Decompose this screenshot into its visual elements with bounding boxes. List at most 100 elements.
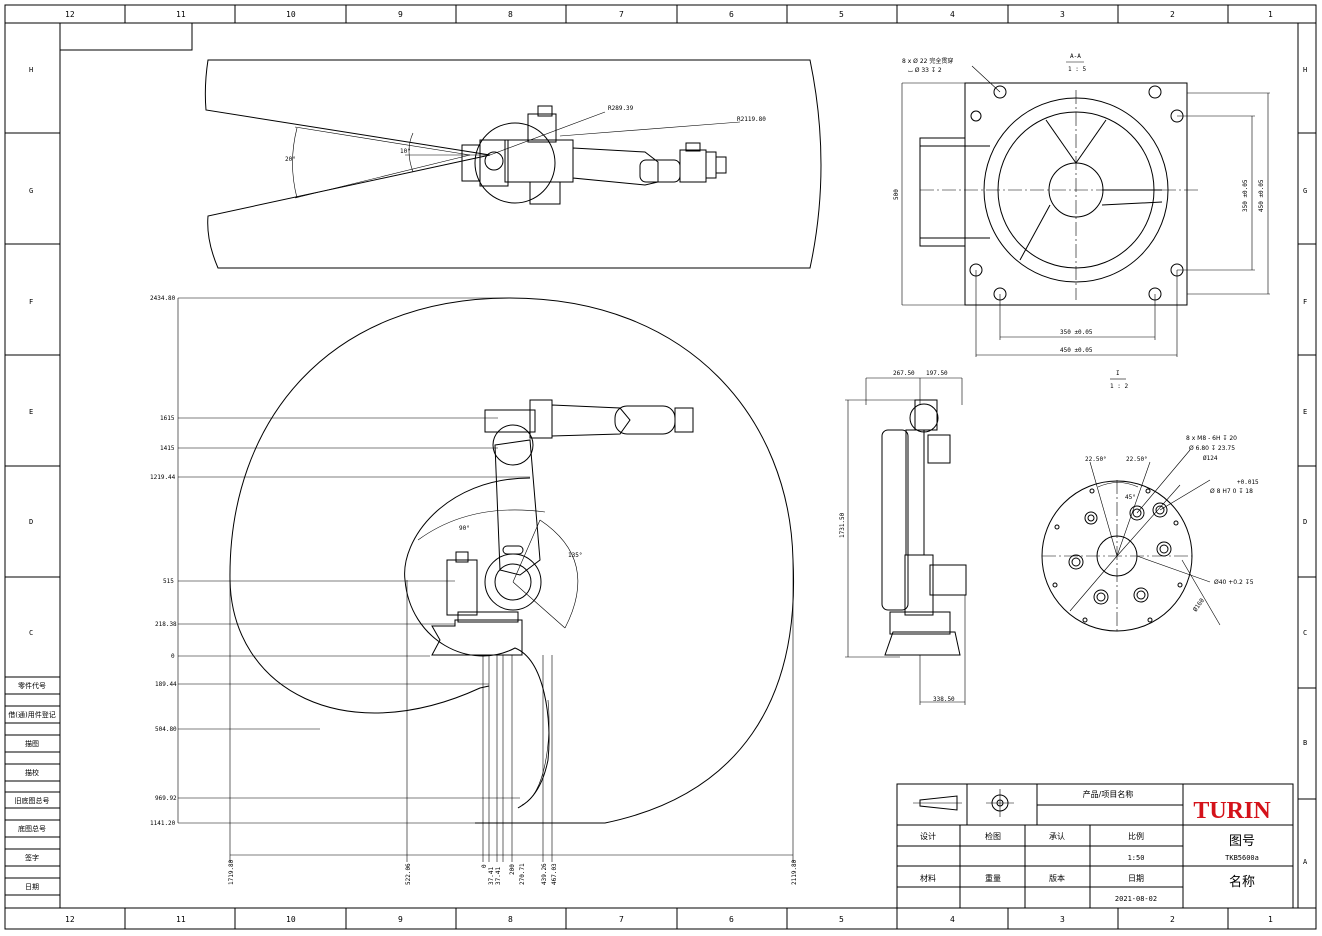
approve-label: 承认 <box>1049 831 1065 841</box>
height-label: 1415 <box>160 445 175 452</box>
dim-500: 500 <box>893 189 900 200</box>
col-label: 12 <box>65 915 75 924</box>
dim-350-horizontal: 350 ±0.05 <box>1060 329 1093 336</box>
x-dim-label: 200 <box>509 864 516 875</box>
row-label: F <box>1303 298 1307 306</box>
dim-267: 267.50 <box>893 370 915 377</box>
x-dim-label: 37.41 <box>495 867 502 885</box>
dim-350-vertical: 350 ±0.05 <box>1242 179 1249 212</box>
row-labels: H G F E D C H G F E D C B A <box>29 66 1308 866</box>
drawing-no-label: 图号 <box>1229 834 1255 849</box>
col-label: 6 <box>729 10 734 19</box>
col-label: 3 <box>1060 10 1065 19</box>
col-label: 6 <box>729 915 734 924</box>
design-label: 设计 <box>920 831 936 841</box>
col-label: 11 <box>176 10 186 19</box>
col-label: 9 <box>398 10 403 19</box>
section-title: A-A <box>1070 53 1081 60</box>
col-label: 7 <box>619 915 624 924</box>
dim-450-horizontal: 450 ±0.05 <box>1060 347 1093 354</box>
side-view: 2434.80 1615 1415 1219.44 515 218.38 0 1… <box>150 295 798 885</box>
row-label: D <box>1303 518 1307 526</box>
robot-top-outline <box>461 105 727 205</box>
weight-label: 重量 <box>985 873 1001 883</box>
brand-logo: TURIN <box>1193 798 1271 824</box>
col-label: 5 <box>839 10 844 19</box>
row-label: E <box>1303 408 1307 416</box>
dim-197: 197.50 <box>926 370 948 377</box>
x-dim-label: 1719.80 <box>228 859 235 885</box>
col-label: 2 <box>1170 915 1175 924</box>
front-view: 267.50 197.50 1731.50 338.50 <box>839 370 967 705</box>
section-scale: 1 : 5 <box>1068 66 1086 73</box>
height-label: 1219.44 <box>150 474 176 481</box>
detail-scale: 1 : 2 <box>1110 383 1128 390</box>
col-label: 8 <box>508 915 513 924</box>
approval-label: 零件代号 <box>18 681 46 690</box>
approval-label: 签字 <box>25 853 39 862</box>
row-label: C <box>29 629 33 637</box>
row-label: C <box>1303 629 1307 637</box>
height-label: 504.80 <box>155 726 177 733</box>
column-labels: 12 11 10 9 8 7 6 5 4 3 2 1 12 11 10 9 8 … <box>65 10 1273 924</box>
angle-135: 135° <box>568 552 582 559</box>
x-dim-label: 2119.80 <box>791 859 798 885</box>
height-label: 515 <box>163 578 174 585</box>
col-label: 9 <box>398 915 403 924</box>
approval-column: 零件代号 借(通)用件登记 描图 描校 旧底图总号 底图总号 签字 日期 <box>4 676 61 909</box>
height-label: 218.38 <box>155 621 177 628</box>
height-label: 189.44 <box>155 681 177 688</box>
approval-label: 借(通)用件登记 <box>8 710 55 719</box>
x-dim-label: 270.71 <box>519 863 526 885</box>
pin-tolerance: +0.015 <box>1237 479 1259 486</box>
row-label: B <box>1303 739 1307 747</box>
approval-label: 旧底图总号 <box>15 796 50 805</box>
row-label: G <box>29 187 33 195</box>
name-label: 名称 <box>1229 874 1255 890</box>
approval-label: 日期 <box>25 883 39 891</box>
row-label: F <box>29 298 33 306</box>
drawing-no-value: TKB5600a <box>1225 854 1259 862</box>
material-label: 材料 <box>920 873 936 883</box>
approval-label: 底图总号 <box>18 824 46 833</box>
drill-spec: Ø 6.80 ↧ 23.75 <box>1189 445 1235 452</box>
detail-title: I <box>1116 370 1120 377</box>
product-label: 产品/项目名称 <box>1083 789 1134 799</box>
col-label: 7 <box>619 10 624 19</box>
col-label: 10 <box>286 10 296 19</box>
dim-450-vertical: 450 ±0.05 <box>1258 179 1265 212</box>
height-label: 1141.20 <box>150 820 176 827</box>
x-dim-label: 37.41 <box>488 867 495 885</box>
row-label: E <box>29 408 33 416</box>
radius-outer: R2119.80 <box>737 116 766 123</box>
approval-label: 描图 <box>25 739 39 748</box>
col-label: 1 <box>1268 10 1273 19</box>
col-label: 2 <box>1170 10 1175 19</box>
bore-spec: Ø40 +0.2 ↧5 <box>1214 579 1254 586</box>
date-label: 日期 <box>1128 874 1144 883</box>
version-label: 版本 <box>1049 873 1065 883</box>
x-dim-label: 0 <box>481 864 488 868</box>
col-label: 3 <box>1060 915 1065 924</box>
radius-inner: R289.39 <box>608 105 634 112</box>
col-label: 4 <box>950 10 955 19</box>
title-block: 产品/项目名称 设计 检图 承认 比例 材料 重量 版本 日期 1:50 202… <box>896 783 1294 909</box>
top-view: 20° 10° R289.39 R2119.80 <box>204 59 822 269</box>
angle-22-left: 22.50° <box>1085 456 1107 463</box>
row-label: A <box>1303 858 1308 866</box>
projection-symbol-icon <box>913 789 1014 817</box>
dia-spec: Ø160 <box>1192 597 1206 613</box>
pcd-spec: Ø124 <box>1203 455 1218 462</box>
hole-spec: 8 x Ø 22 完全贯穿 <box>902 57 953 65</box>
height-label: 0 <box>171 653 175 660</box>
pin-spec: Ø 8 H7 0 ↧ 18 <box>1210 488 1253 495</box>
row-label: H <box>1303 66 1307 74</box>
col-label: 4 <box>950 915 955 924</box>
section-view: A-A 1 : 5 8 x Ø 22 完全贯穿 ⌴ Ø 33 ↧ 2 <box>893 53 1270 357</box>
angle-22-right: 22.50° <box>1126 456 1148 463</box>
angle-90: 90° <box>459 525 470 532</box>
x-dim-label: 522.06 <box>405 863 412 885</box>
dim-1731: 1731.50 <box>839 512 846 538</box>
col-label: 5 <box>839 915 844 924</box>
